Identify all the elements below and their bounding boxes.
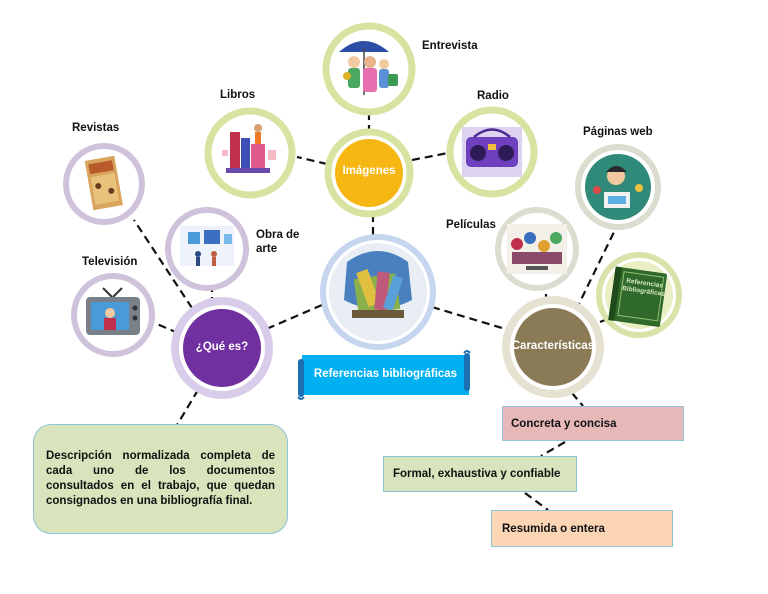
paginas-web-node bbox=[575, 144, 661, 230]
connector-carac-concreta bbox=[571, 392, 584, 407]
label-paginas-web: Páginas web bbox=[583, 126, 653, 138]
banner-title: Referencias bibliográficas bbox=[313, 368, 458, 380]
definition-text: Descripción normalizada completa de cada… bbox=[46, 450, 275, 507]
que-es-hub bbox=[171, 297, 273, 399]
peliculas-node bbox=[495, 207, 579, 291]
obra-de-arte-illustration bbox=[180, 226, 234, 266]
radio-node bbox=[446, 106, 538, 198]
feature-resumida-box: Resumida o entera bbox=[491, 510, 673, 547]
libro-referencias-illustration bbox=[608, 266, 667, 327]
libros-illustration bbox=[222, 124, 276, 173]
label-peliculas: Películas bbox=[446, 219, 496, 231]
caracteristicas-hub bbox=[502, 296, 604, 398]
connector-concreta-formal bbox=[540, 441, 566, 457]
connector-carac-paginas bbox=[575, 231, 615, 311]
caracteristicas-hub-label: Características bbox=[511, 340, 595, 352]
label-obra-de-arte: Obra de arte bbox=[256, 229, 300, 255]
radio-illustration bbox=[462, 127, 522, 177]
television-node bbox=[71, 273, 155, 357]
connector-imagenes-libros bbox=[296, 155, 328, 166]
revistas-illustration bbox=[84, 155, 123, 211]
revistas-node bbox=[63, 143, 145, 225]
connector-center-queEs bbox=[263, 303, 323, 332]
paginas-web-illustration bbox=[585, 154, 651, 220]
referencias-banner bbox=[297, 350, 471, 400]
feature-formal-text: Formal, exhaustiva y confiable bbox=[393, 468, 561, 480]
libros-node bbox=[204, 107, 296, 199]
connector-imagenes-radio bbox=[411, 151, 449, 162]
label-radio: Radio bbox=[477, 90, 509, 102]
connector-queEs-revistas bbox=[133, 219, 193, 309]
definition-box: Descripción normalizada completa de cada… bbox=[33, 424, 288, 534]
feature-formal-box: Formal, exhaustiva y confiable bbox=[383, 456, 577, 492]
entrevista-illustration bbox=[339, 41, 398, 95]
peliculas-illustration bbox=[507, 224, 567, 274]
label-entrevista: Entrevista bbox=[422, 40, 478, 52]
label-revistas: Revistas bbox=[72, 122, 120, 134]
connector-center-caracteristicas bbox=[431, 305, 503, 330]
connector-queEs-definicion bbox=[176, 389, 199, 426]
imagenes-hub-label: Imágenes bbox=[342, 165, 396, 177]
obra-de-arte-node bbox=[165, 207, 249, 291]
libro-referencias-node bbox=[596, 252, 682, 338]
feature-resumida-text: Resumida o entera bbox=[502, 522, 605, 535]
feature-concreta-box: Concreta y concisa bbox=[502, 406, 684, 441]
entrevista-node bbox=[322, 22, 416, 116]
center-illustration bbox=[344, 251, 412, 318]
que-es-hub-label: ¿Qué es? bbox=[195, 341, 249, 353]
feature-concreta-text: Concreta y concisa bbox=[511, 417, 617, 430]
center-node bbox=[320, 234, 436, 350]
label-libros: Libros bbox=[220, 89, 256, 101]
label-television: Televisión bbox=[82, 256, 138, 268]
connector-formal-resumida bbox=[524, 492, 549, 511]
imagenes-hub bbox=[324, 128, 414, 218]
television-illustration bbox=[86, 287, 140, 335]
